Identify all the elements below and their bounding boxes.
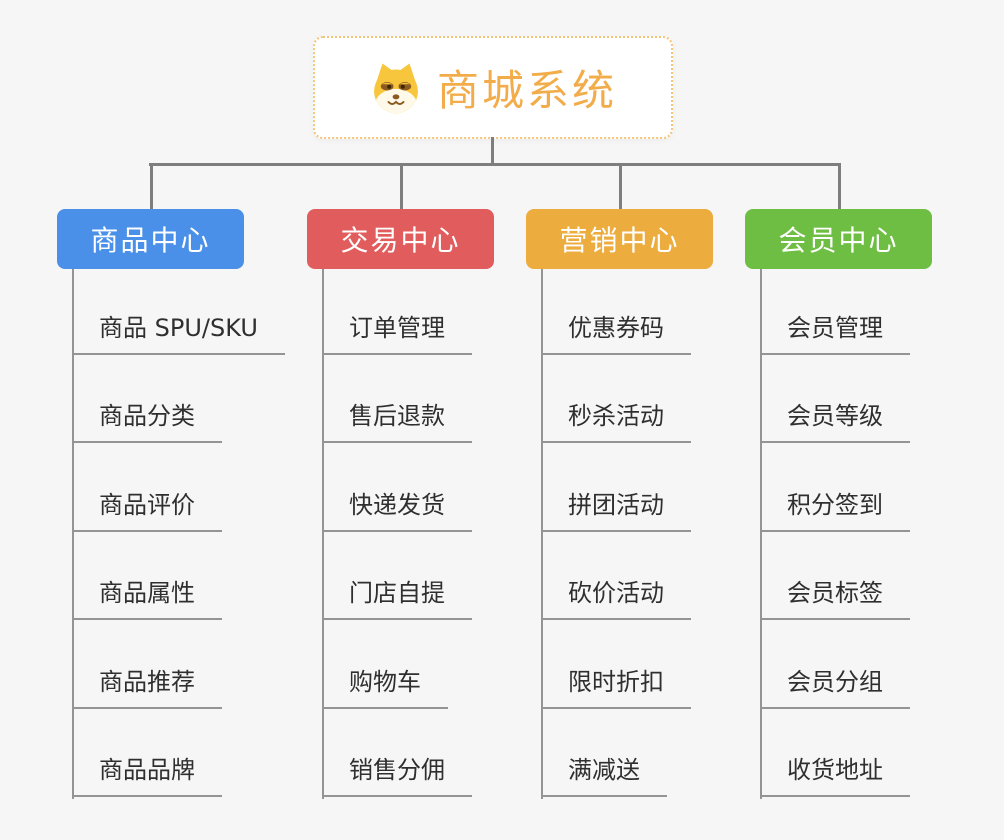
- leaf-member-center-3: 积分签到: [760, 488, 910, 532]
- branch-label-product-center: 商品中心: [90, 224, 211, 257]
- leaf-trade-center-5: 购物车: [322, 665, 448, 709]
- leaf-product-center-2: 商品分类: [72, 399, 222, 443]
- leaf-member-center-5: 会员分组: [760, 665, 910, 709]
- leaf-member-center-6: 收货地址: [760, 753, 910, 797]
- shiba-dog-icon: [369, 61, 423, 115]
- branch-label-member-center: 会员中心: [778, 224, 899, 257]
- leaf-marketing-center-1: 优惠券码: [541, 311, 691, 355]
- leaf-trade-center-3: 快递发货: [322, 488, 472, 532]
- leaf-product-center-3: 商品评价: [72, 488, 222, 532]
- leaf-trade-center-4: 门店自提: [322, 576, 472, 620]
- branch-trunk-member-center: [760, 269, 762, 799]
- leaf-trade-center-2: 售后退款: [322, 399, 472, 443]
- branch-label-marketing-center: 营销中心: [559, 224, 680, 257]
- root-node: 商城系统: [313, 36, 673, 139]
- branch-trunk-product-center: [72, 269, 74, 799]
- branch-trunk-trade-center: [322, 269, 324, 799]
- connector-root-riser: [491, 137, 494, 164]
- branch-header-marketing-center: 营销中心: [526, 209, 713, 269]
- leaf-marketing-center-6: 满减送: [541, 753, 667, 797]
- branch-header-product-center: 商品中心: [57, 209, 244, 269]
- connector-drop-member-center: [838, 163, 841, 210]
- connector-bus: [149, 163, 841, 166]
- leaf-member-center-4: 会员标签: [760, 576, 910, 620]
- leaf-product-center-1: 商品 SPU/SKU: [72, 311, 285, 355]
- leaf-marketing-center-4: 砍价活动: [541, 576, 691, 620]
- leaf-product-center-5: 商品推荐: [72, 665, 222, 709]
- connector-drop-marketing-center: [619, 163, 622, 210]
- leaf-trade-center-6: 销售分佣: [322, 753, 472, 797]
- root-title: 商城系统: [436, 66, 617, 115]
- leaf-member-center-1: 会员管理: [760, 311, 910, 355]
- leaf-product-center-4: 商品属性: [72, 576, 222, 620]
- branch-header-member-center: 会员中心: [745, 209, 932, 269]
- leaf-marketing-center-5: 限时折扣: [541, 665, 691, 709]
- leaf-product-center-6: 商品品牌: [72, 753, 222, 797]
- branch-trunk-marketing-center: [541, 269, 543, 799]
- leaf-marketing-center-3: 拼团活动: [541, 488, 691, 532]
- leaf-marketing-center-2: 秒杀活动: [541, 399, 691, 443]
- leaf-member-center-2: 会员等级: [760, 399, 910, 443]
- connector-drop-product-center: [150, 163, 153, 210]
- connector-drop-trade-center: [400, 163, 403, 210]
- leaf-trade-center-1: 订单管理: [322, 311, 472, 355]
- branch-header-trade-center: 交易中心: [307, 209, 494, 269]
- branch-label-trade-center: 交易中心: [340, 224, 461, 257]
